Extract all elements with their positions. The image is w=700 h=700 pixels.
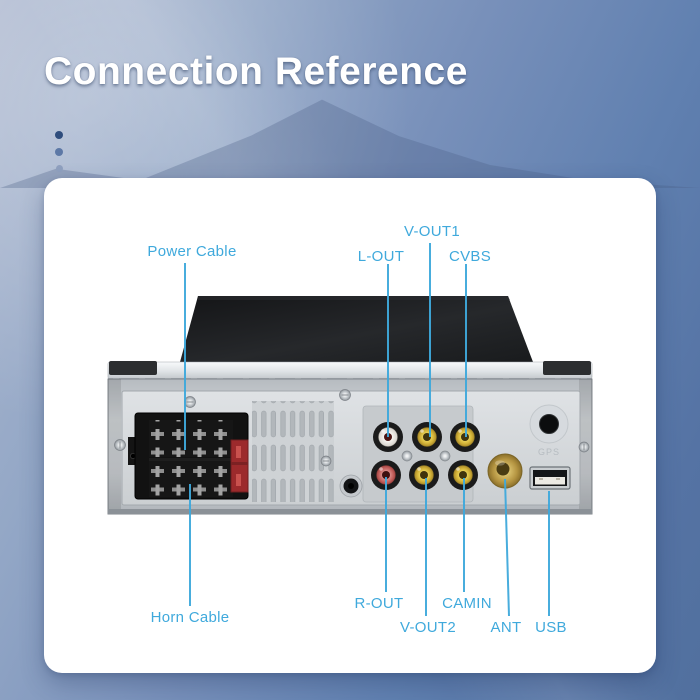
label-cvbs: CVBS: [448, 248, 492, 265]
label-v-out1: V-OUT1: [404, 223, 460, 240]
label-horn-cable: Horn Cable: [150, 609, 230, 626]
label-r-out: R-OUT: [354, 595, 404, 612]
decor-dot-1: [55, 131, 63, 139]
label-power-cable: Power Cable: [147, 243, 237, 260]
label-l-out: L-OUT: [357, 248, 405, 265]
label-ant: ANT: [490, 619, 522, 636]
content-card: [44, 178, 656, 673]
decor-dot-2: [55, 148, 63, 156]
label-v-out2: V-OUT2: [400, 619, 456, 636]
page-title: Connection Reference: [44, 50, 468, 93]
mountain-silhouette-decor: [0, 99, 700, 188]
label-camin: CAMIN: [442, 595, 492, 612]
label-usb: USB: [535, 619, 567, 636]
decor-dot-3: [56, 165, 63, 172]
